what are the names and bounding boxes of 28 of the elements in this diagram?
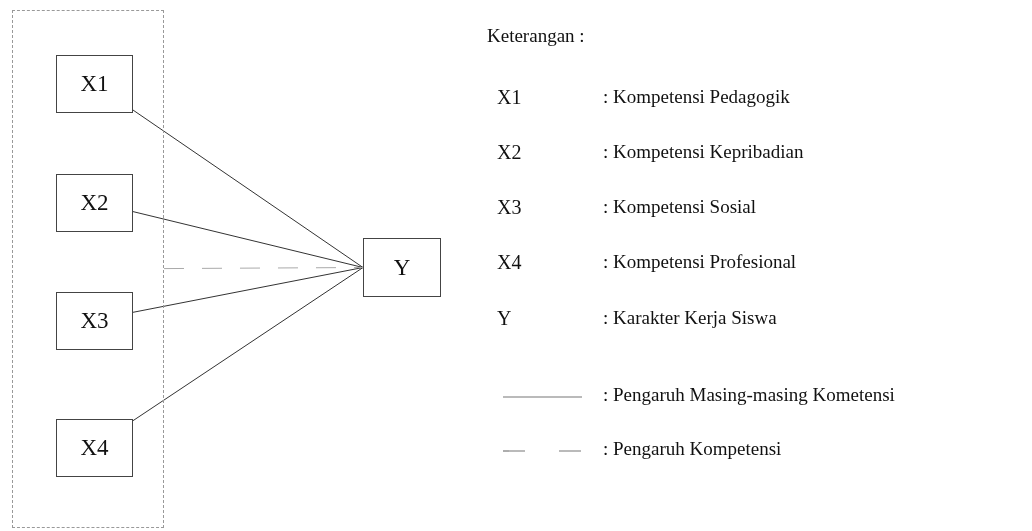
variable-box: [56, 174, 133, 232]
description-label: : Kompetensi Sosial: [603, 197, 757, 216]
variable-label: X3: [80, 308, 109, 334]
legend-text: : Pengaruh Masing-masing Kometensi: [603, 385, 895, 404]
symbol-label: X1: [497, 87, 522, 107]
variable-box: [56, 55, 133, 113]
description-label: : Karakter Kerja Siswa: [603, 308, 777, 327]
symbol-label: X2: [497, 142, 522, 162]
variable-box: [363, 238, 441, 297]
symbol-label: X4: [497, 252, 522, 272]
symbol-label: Y: [497, 308, 512, 328]
description-label: : Kompetensi Profesional: [603, 252, 797, 271]
dashed-connector: [163, 267, 364, 270]
connector: [131, 267, 364, 422]
variable-label: Y: [393, 254, 411, 281]
variable-box: [56, 419, 133, 477]
legend-heading: Keterangan :: [487, 26, 585, 45]
variable-label: X2: [80, 190, 109, 216]
variable-label: X1: [80, 71, 109, 97]
description-label: : Kompetensi Pedagogik: [603, 87, 790, 106]
variable-box: [56, 292, 133, 350]
description-label: : Kompetensi Kepribadian: [603, 142, 804, 161]
symbol-label: X3: [497, 197, 522, 217]
dashed-group-box: [12, 10, 164, 528]
variable-label: X4: [80, 435, 109, 461]
legend-text: : Pengaruh Kompetensi: [603, 439, 782, 458]
connector: [131, 108, 364, 268]
connector: [131, 210, 364, 268]
